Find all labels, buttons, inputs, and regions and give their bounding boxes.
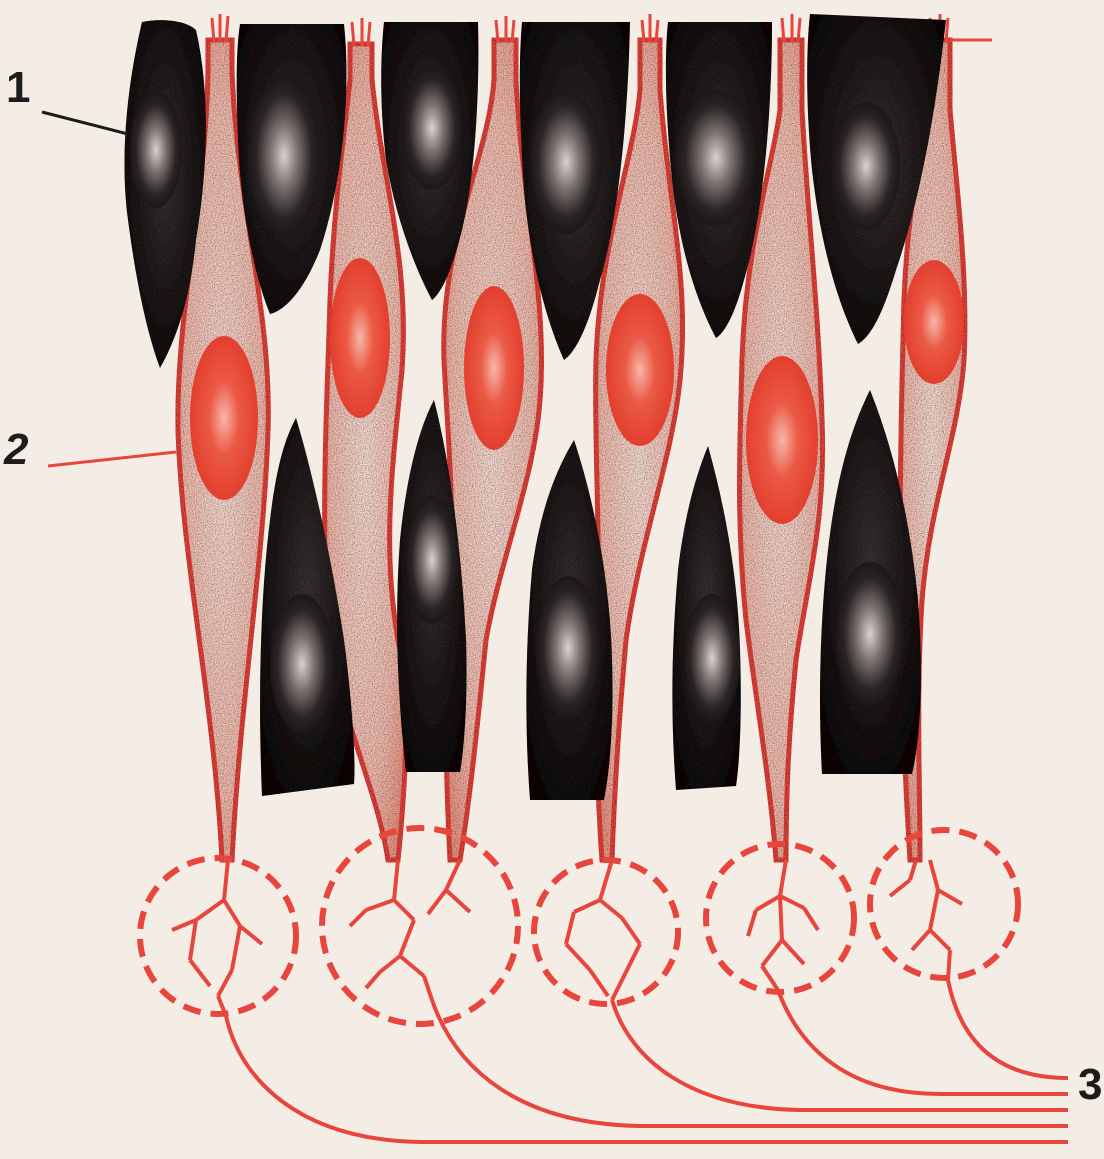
basal-cell-nucleus <box>684 594 740 722</box>
supporting-cell-nucleus <box>832 102 900 230</box>
supporting-cell-nucleus <box>676 90 756 226</box>
glomerulus <box>322 828 518 1024</box>
supporting-cell-nucleus <box>530 90 602 234</box>
basal-cell-nucleus <box>406 496 458 624</box>
basal-cell-nucleus <box>270 594 334 734</box>
leader-line-2 <box>48 452 176 466</box>
nerve-fiber <box>948 980 1068 1078</box>
nerve-fiber <box>226 1016 1068 1142</box>
glomerulus <box>706 844 854 992</box>
basal-cell-nucleus <box>836 562 904 706</box>
nerve-fiber <box>778 990 1068 1094</box>
supporting-cell-nucleus <box>130 92 182 208</box>
sensory-cell-nucleus <box>904 260 964 384</box>
sensory-cell-nucleus <box>606 294 674 446</box>
sensory-cell-nucleus <box>746 356 818 524</box>
sensory-cell-nucleus <box>330 258 390 418</box>
glomerulus <box>534 860 678 1004</box>
label-3: 3 <box>1078 1063 1102 1107</box>
sensory-cell-nucleus <box>464 286 524 450</box>
glomerulus <box>140 858 296 1016</box>
supporting-cell-nucleus <box>248 76 320 236</box>
glomerulus <box>870 830 1018 980</box>
basal-cell <box>672 446 740 790</box>
label-2: 2 <box>4 428 28 472</box>
supporting-cell-nucleus <box>402 66 462 190</box>
basal-cell-nucleus <box>536 576 600 720</box>
label-1: 1 <box>6 66 30 110</box>
leader-line-1 <box>42 112 128 134</box>
sensory-cell-nucleus <box>190 336 258 500</box>
